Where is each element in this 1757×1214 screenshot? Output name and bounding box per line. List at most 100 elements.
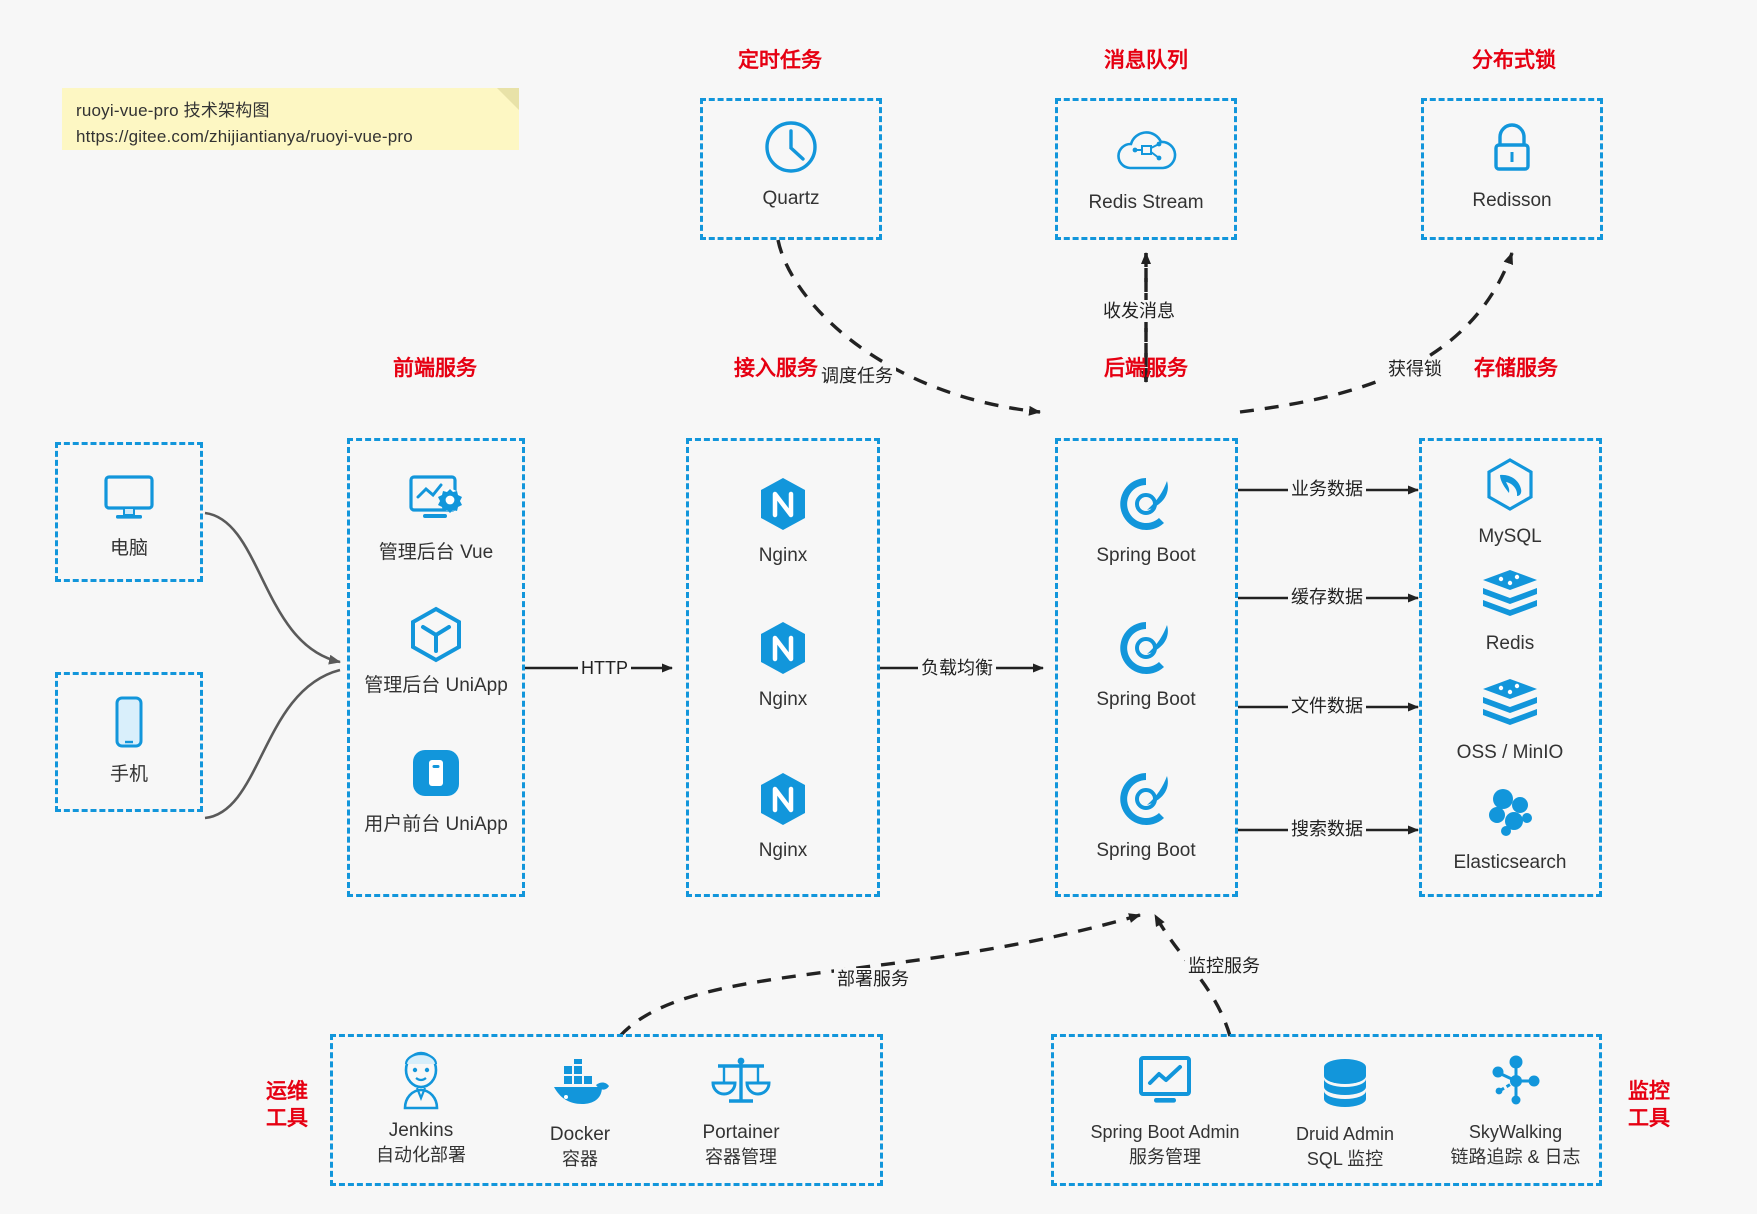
nginx-icon [703, 473, 863, 535]
edge-deploy-service [618, 913, 1141, 1038]
node-label: Nginx [758, 840, 808, 861]
elasticsearch-icon [1430, 780, 1590, 842]
group-title-gateway: 接入服务 [734, 357, 818, 380]
node-label: Spring Boot [1096, 545, 1196, 566]
group-title-monitoring-line-1: 监控 [1628, 1080, 1670, 1103]
nginx-icon [703, 617, 863, 679]
node-label: MySQL [1478, 526, 1542, 547]
group-title-scheduled-task: 定时任务 [738, 49, 822, 72]
edge-label-business-data: 业务数据 [1288, 478, 1366, 500]
node-portainer[interactable]: Portainer 容器管理 [661, 1050, 821, 1170]
note-line-1: ruoyi-vue-pro 技术架构图 [76, 101, 270, 120]
group-title-devops-line-1: 运维 [266, 1080, 308, 1103]
group-box-devops [330, 1034, 883, 1186]
docker-whale-icon [500, 1052, 660, 1114]
edge-label-file-data: 文件数据 [1288, 695, 1366, 717]
spring-leaf-icon [1066, 617, 1226, 679]
node-label: 管理后台 UniApp [364, 675, 508, 696]
node-sublabel: 容器管理 [705, 1147, 777, 1167]
group-title-distributed-lock: 分布式锁 [1472, 49, 1556, 72]
note-fold-corner [497, 88, 519, 110]
node-redis-stream[interactable]: Redis Stream [1066, 120, 1226, 215]
node-label: Redis [1485, 633, 1535, 654]
clock-icon [711, 116, 871, 178]
group-box-message-queue [1055, 98, 1237, 240]
group-box-client-mobile [55, 672, 203, 812]
node-desktop[interactable]: 电脑 [49, 466, 209, 561]
node-nginx-3[interactable]: Nginx [703, 768, 863, 863]
node-label: Druid Admin [1295, 1124, 1395, 1144]
group-box-monitoring [1051, 1034, 1602, 1186]
edge-label-load-balance: 负载均衡 [918, 657, 996, 679]
node-oss-minio[interactable]: OSS / MinIO [1430, 670, 1590, 765]
nginx-icon [703, 768, 863, 830]
group-title-devops: 运维 工具 [258, 1078, 316, 1132]
group-title-devops-line-2: 工具 [266, 1107, 308, 1130]
cube-icon [356, 603, 516, 665]
group-box-client-desktop [55, 442, 203, 582]
group-box-frontend [347, 438, 525, 897]
group-title-monitoring-line-2: 工具 [1628, 1107, 1670, 1130]
note-line-2: https://gitee.com/zhijiantianya/ruoyi-vu… [76, 127, 413, 146]
group-box-scheduled-task [700, 98, 882, 240]
node-nginx-2[interactable]: Nginx [703, 617, 863, 712]
node-jenkins[interactable]: Jenkins 自动化部署 [341, 1048, 501, 1168]
node-redisson[interactable]: Redisson [1432, 118, 1592, 213]
node-label: Spring Boot Admin [1090, 1122, 1240, 1142]
dashboard-gear-icon [356, 470, 516, 532]
node-label: Redisson [1472, 190, 1552, 211]
spring-leaf-icon [1066, 473, 1226, 535]
edge-monitor-service [1153, 914, 1232, 1037]
redis-stack-icon [1430, 561, 1590, 623]
jenkins-butler-icon [341, 1048, 501, 1110]
group-box-distributed-lock [1421, 98, 1603, 240]
node-label: Spring Boot [1096, 840, 1196, 861]
node-sublabel: 容器 [562, 1149, 598, 1169]
node-label: 手机 [109, 764, 148, 785]
node-label: SkyWalking [1468, 1122, 1563, 1142]
node-elasticsearch[interactable]: Elasticsearch [1430, 780, 1590, 875]
node-skywalking[interactable]: SkyWalking 链路追踪 & 日志 [1428, 1050, 1603, 1170]
edge-label-deploy-service: 部署服务 [834, 968, 912, 990]
node-spring-boot-3[interactable]: Spring Boot [1066, 768, 1226, 863]
node-mysql[interactable]: MySQL [1430, 454, 1590, 549]
skywalking-node-icon [1428, 1050, 1603, 1112]
database-icon [1265, 1052, 1425, 1114]
group-title-monitoring: 监控 工具 [1620, 1078, 1678, 1132]
group-title-backend: 后端服务 [1104, 357, 1188, 380]
node-label: Quartz [762, 188, 820, 209]
edge-label-search-data: 搜索数据 [1288, 818, 1366, 840]
node-admin-uniapp[interactable]: 管理后台 UniApp [356, 603, 516, 698]
edge-acquire-lock [1239, 252, 1514, 414]
node-label: Nginx [758, 689, 808, 710]
edge-label-acquire-lock: 获得锁 [1385, 358, 1445, 380]
node-druid-admin[interactable]: Druid Admin SQL 监控 [1265, 1052, 1425, 1172]
group-title-frontend: 前端服务 [393, 357, 477, 380]
node-nginx-1[interactable]: Nginx [703, 473, 863, 568]
node-docker[interactable]: Docker 容器 [500, 1052, 660, 1172]
node-label: Jenkins [388, 1120, 454, 1141]
node-admin-vue[interactable]: 管理后台 Vue [356, 470, 516, 565]
node-user-uniapp[interactable]: 用户前台 UniApp [356, 742, 516, 837]
group-title-storage: 存储服务 [1474, 357, 1558, 380]
edge-label-schedule-task: 调度任务 [818, 365, 896, 387]
mysql-dolphin-icon [1430, 454, 1590, 516]
node-mobile[interactable]: 手机 [49, 692, 209, 787]
node-label: Spring Boot [1096, 689, 1196, 710]
node-label: 电脑 [109, 538, 148, 559]
node-spring-boot-2[interactable]: Spring Boot [1066, 617, 1226, 712]
spring-leaf-icon [1066, 768, 1226, 830]
monitor-chart-icon [1070, 1050, 1260, 1112]
node-label: Docker [549, 1124, 611, 1145]
diagram-note: ruoyi-vue-pro 技术架构图 https://gitee.com/zh… [62, 88, 519, 150]
node-spring-boot-1[interactable]: Spring Boot [1066, 473, 1226, 568]
node-spring-boot-admin[interactable]: Spring Boot Admin 服务管理 [1070, 1050, 1260, 1170]
cloud-node-icon [1066, 120, 1226, 182]
node-sublabel: SQL 监控 [1306, 1149, 1384, 1169]
node-redis[interactable]: Redis [1430, 561, 1590, 656]
desktop-icon [49, 466, 209, 528]
group-box-backend [1055, 438, 1238, 897]
node-label: 管理后台 Vue [378, 542, 494, 563]
node-quartz[interactable]: Quartz [711, 116, 871, 211]
node-label: OSS / MinIO [1456, 742, 1564, 763]
